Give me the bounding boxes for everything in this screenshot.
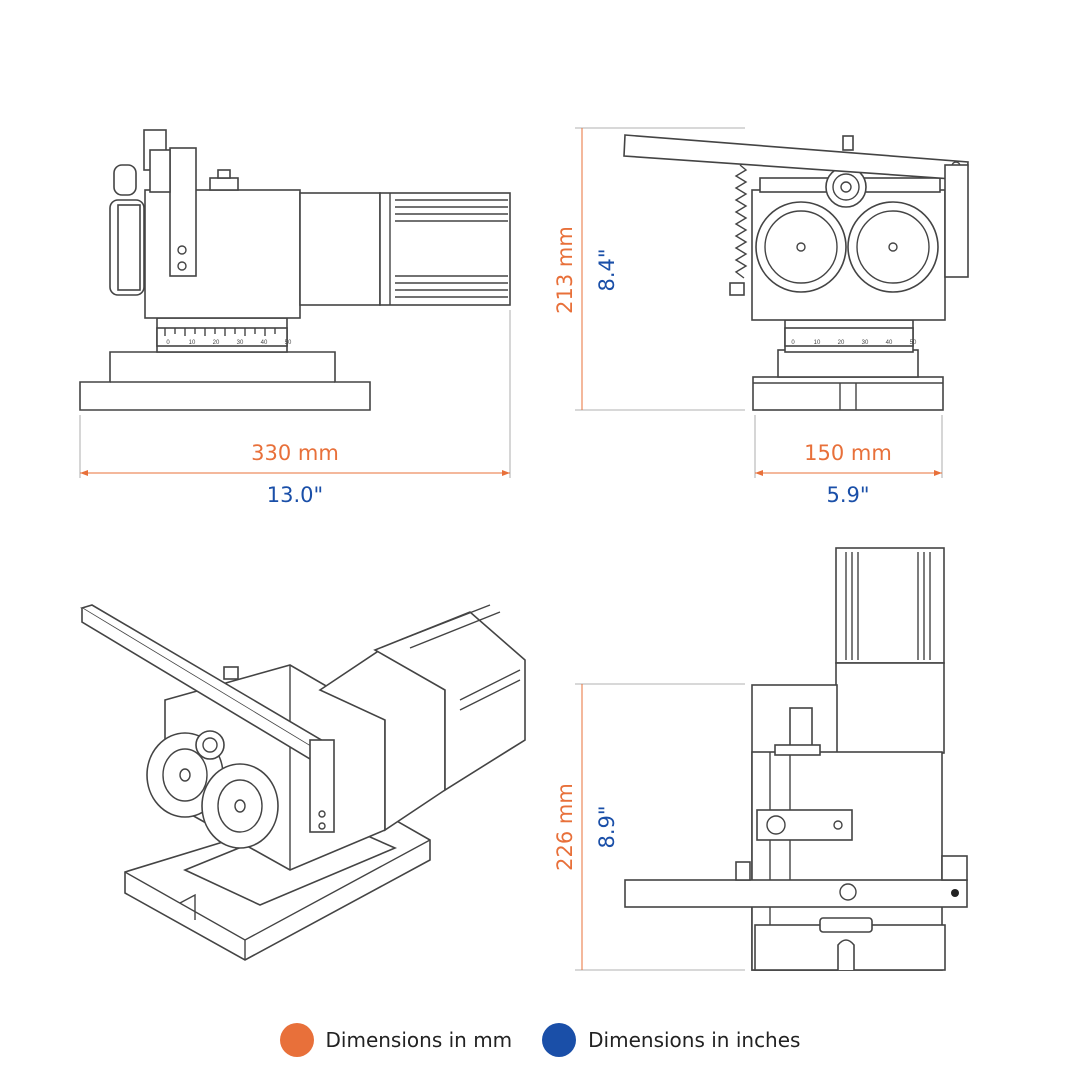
top-height-dimension: 226 mm 8.9": [553, 683, 745, 971]
dial-scale-number: 50: [285, 340, 292, 346]
legend-item-mm: Dimensions in mm: [279, 1023, 513, 1057]
dial-scale-number: 40: [886, 340, 893, 346]
dial-scale-number: 40: [261, 340, 268, 346]
side-width-mm-label: 330 mm: [251, 441, 339, 465]
dial-scale-number: 30: [862, 340, 869, 346]
front-view: 0 10 20 30 40 50: [623, 134, 969, 411]
side-width-dimension: 330 mm 13.0": [79, 310, 511, 507]
front-width-dimension: 150 mm 5.9": [754, 415, 943, 507]
front-width-in-label: 5.9": [826, 483, 869, 507]
legend-item-inches: Dimensions in inches: [542, 1023, 800, 1057]
dial-scale-number: 30: [237, 340, 244, 346]
dial-scale-number: 0: [166, 340, 170, 346]
front-height-dimension: 213 mm 8.4": [553, 127, 745, 411]
front-width-mm-label: 150 mm: [804, 441, 892, 465]
dial-scale-number: 10: [814, 340, 821, 346]
isometric-view: [80, 604, 526, 961]
side-dial-scale: 0 10 20 30 40 50: [166, 340, 292, 346]
side-view: 0 10 20 30 40 50: [79, 129, 511, 411]
top-height-in-label: 8.9": [595, 805, 619, 848]
legend-mm-swatch-icon: [279, 1023, 314, 1057]
legend-inches-label: Dimensions in inches: [588, 1028, 801, 1052]
legend-mm-label: Dimensions in mm: [325, 1028, 513, 1052]
front-dial-scale: 0 10 20 30 40 50: [791, 340, 917, 346]
front-height-in-label: 8.4": [595, 248, 619, 291]
legend-inches-swatch-icon: [542, 1023, 577, 1057]
dial-scale-number: 0: [791, 340, 795, 346]
dial-scale-number: 20: [213, 340, 220, 346]
top-view: [624, 547, 968, 971]
dial-scale-number: 20: [838, 340, 845, 346]
dial-scale-number: 10: [189, 340, 196, 346]
dial-scale-number: 50: [910, 340, 917, 346]
top-height-mm-label: 226 mm: [553, 783, 577, 871]
side-width-in-label: 13.0": [267, 483, 323, 507]
front-height-mm-label: 213 mm: [553, 226, 577, 314]
legend: Dimensions in mm Dimensions in inches: [0, 1020, 1080, 1060]
